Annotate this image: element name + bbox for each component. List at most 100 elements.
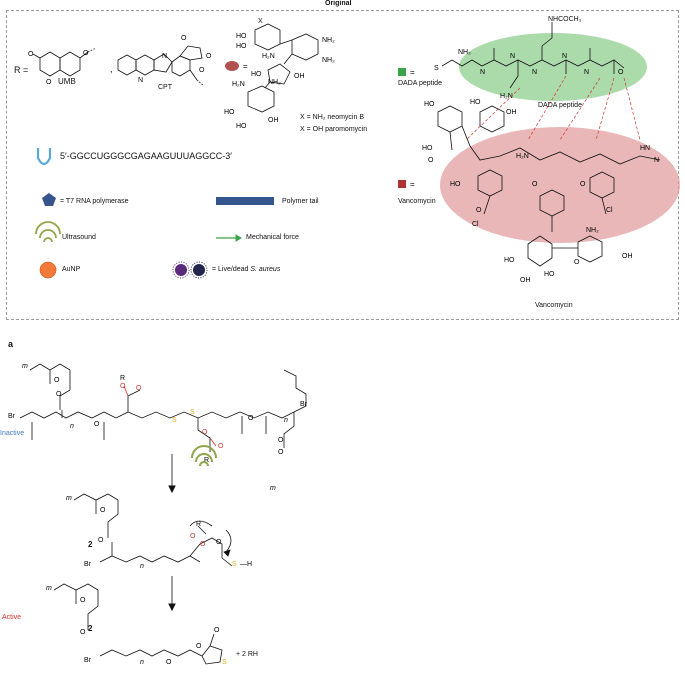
svg-text:N: N bbox=[562, 53, 567, 60]
svg-text:NH₂: NH₂ bbox=[458, 49, 471, 56]
svg-text:O: O bbox=[574, 259, 580, 266]
svg-text:O: O bbox=[83, 50, 89, 57]
vancomycin-key-icon bbox=[398, 180, 406, 188]
scheme-ultrasound-icon bbox=[191, 445, 217, 467]
product-structure bbox=[53, 583, 223, 665]
t7-polymerase-label: = T7 RNA polymerase bbox=[60, 198, 129, 205]
aminoglycoside-structure bbox=[247, 23, 319, 113]
panel-label: a bbox=[8, 339, 14, 349]
svg-text:HO: HO bbox=[236, 123, 247, 130]
intermediate-structure bbox=[73, 493, 233, 567]
svg-text:O: O bbox=[532, 181, 538, 188]
svg-text:O: O bbox=[214, 627, 220, 634]
electron-arrows bbox=[189, 520, 232, 557]
svg-text:,: , bbox=[110, 64, 113, 74]
svg-text:Br: Br bbox=[84, 657, 92, 664]
svg-text:n: n bbox=[140, 659, 144, 666]
svg-text:=: = bbox=[410, 68, 415, 77]
mechanical-force-label: Mechanical force bbox=[246, 234, 299, 241]
reaction-arrow-1 bbox=[168, 454, 176, 494]
svg-text:=: = bbox=[243, 62, 248, 71]
legend-panel bbox=[6, 10, 679, 320]
live-dead-species: S. aureus bbox=[250, 266, 281, 273]
svg-text:OH: OH bbox=[506, 109, 517, 116]
svg-text:R: R bbox=[196, 521, 201, 528]
svg-text:O: O bbox=[54, 377, 60, 384]
paromomycin-label: X = OH paromomycin bbox=[300, 126, 368, 133]
svg-text:m: m bbox=[270, 485, 276, 492]
svg-text:S: S bbox=[434, 65, 439, 72]
dead-bacteria-icon bbox=[190, 261, 208, 279]
umb-structure bbox=[32, 47, 97, 77]
svg-text:O: O bbox=[98, 537, 104, 544]
svg-text:H₂N: H₂N bbox=[500, 93, 513, 100]
svg-text:NH₂: NH₂ bbox=[322, 37, 335, 44]
svg-text:N: N bbox=[654, 157, 659, 164]
svg-text:O: O bbox=[28, 51, 34, 58]
svg-text:HO: HO bbox=[450, 181, 461, 188]
svg-text:n: n bbox=[70, 423, 74, 430]
svg-text:H₂N: H₂N bbox=[262, 53, 275, 60]
svg-text:N: N bbox=[510, 53, 515, 60]
svg-text:O: O bbox=[278, 449, 284, 456]
svg-text:O: O bbox=[199, 67, 205, 74]
hydrogen-bond-lines bbox=[465, 75, 641, 141]
r-equals-label: R = bbox=[14, 65, 29, 75]
svg-text:N: N bbox=[532, 69, 537, 76]
starting-polymer-structure bbox=[19, 363, 307, 452]
live-bacteria-icon bbox=[172, 261, 190, 279]
svg-text:NH₂: NH₂ bbox=[268, 79, 281, 86]
svg-text:H₂N: H₂N bbox=[232, 81, 245, 88]
mechanical-force-icon bbox=[216, 234, 242, 242]
svg-text:O: O bbox=[120, 383, 126, 390]
svg-text:O: O bbox=[166, 659, 172, 666]
svg-text:Cl: Cl bbox=[606, 207, 613, 214]
svg-text:O: O bbox=[216, 539, 222, 546]
t7-polymerase-icon bbox=[42, 193, 56, 206]
svg-text:HO: HO bbox=[422, 145, 433, 152]
neomycin-label: X = NH₂ neomycin B bbox=[300, 114, 364, 121]
svg-text:O: O bbox=[200, 541, 206, 548]
svg-text:HO: HO bbox=[424, 101, 435, 108]
inactive-label: Inactive bbox=[0, 430, 25, 437]
live-dead-text: = Live/dead bbox=[212, 266, 249, 273]
svg-text:n: n bbox=[284, 417, 288, 424]
svg-text:S: S bbox=[232, 561, 237, 568]
svg-text:Cl: Cl bbox=[472, 221, 479, 228]
dada-structure-label: DADA peptide bbox=[538, 102, 582, 109]
svg-text:n: n bbox=[140, 563, 144, 570]
svg-text:S: S bbox=[190, 409, 195, 416]
vancomycin-key-label: Vancomycin bbox=[398, 198, 436, 205]
svg-text:HO: HO bbox=[504, 257, 515, 264]
aminoglycoside-x-label: X bbox=[258, 18, 263, 25]
nhcoch3-label: NHCOCH₃ bbox=[548, 16, 582, 23]
svg-text:S: S bbox=[172, 417, 177, 424]
svg-text:R: R bbox=[204, 457, 209, 464]
active-label: Active bbox=[2, 614, 22, 621]
svg-text:O: O bbox=[278, 437, 284, 444]
dada-key-label: DADA peptide bbox=[398, 80, 442, 87]
rna-sequence: 5′-GGCCUGGGCGAGAAGUUUAGGCC-3′ bbox=[60, 151, 232, 161]
svg-text:=: = bbox=[410, 180, 415, 189]
polymer-tail-icon bbox=[216, 197, 274, 205]
svg-text:—H: —H bbox=[240, 561, 252, 568]
svg-text:m: m bbox=[46, 585, 52, 592]
svg-text:m: m bbox=[22, 363, 28, 370]
svg-text:N: N bbox=[162, 53, 167, 60]
svg-text:N: N bbox=[138, 77, 143, 84]
svg-text:O: O bbox=[80, 597, 86, 604]
aunp-icon bbox=[39, 261, 57, 279]
aminoglycoside-key-icon bbox=[225, 61, 239, 71]
svg-text:O: O bbox=[218, 443, 224, 450]
svg-text:O: O bbox=[181, 35, 187, 42]
byproduct-label: + 2 RH bbox=[236, 651, 258, 658]
svg-text:O: O bbox=[428, 157, 434, 164]
ultrasound-icon bbox=[35, 221, 61, 243]
svg-text:O: O bbox=[202, 429, 208, 436]
svg-text:HO: HO bbox=[236, 43, 247, 50]
svg-text:m: m bbox=[66, 495, 72, 502]
compound-2-product: 2 bbox=[88, 624, 93, 633]
svg-text:OH: OH bbox=[622, 253, 633, 260]
legend-structures: O O O , O O O N N = HO HO H₂N NH₂ NH₂ HO… bbox=[28, 22, 680, 284]
live-dead-label: = Live/dead S. aureus bbox=[212, 266, 280, 273]
